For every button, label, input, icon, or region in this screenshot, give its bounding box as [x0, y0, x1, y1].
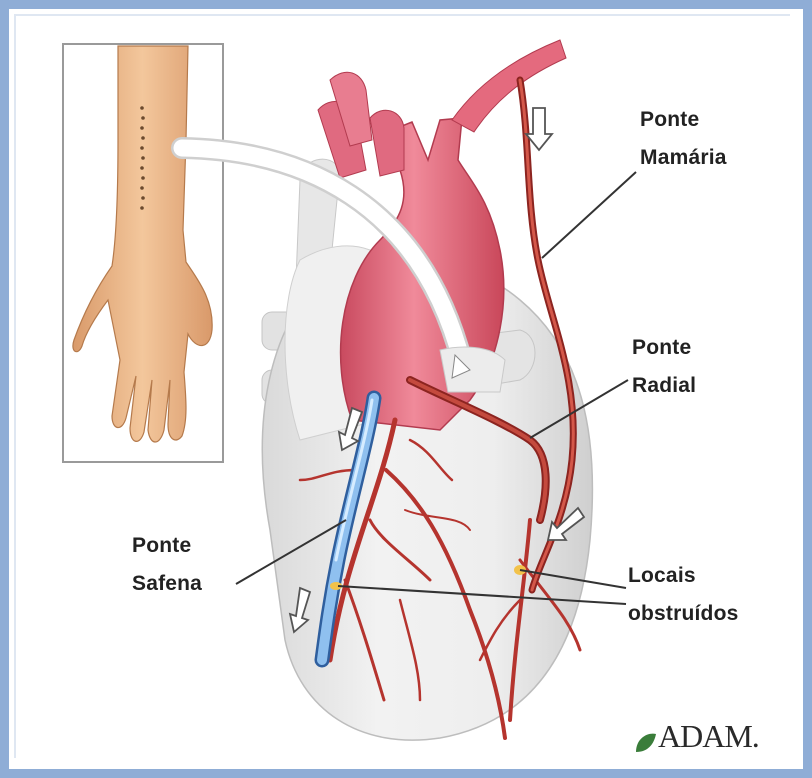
- label-ponte-mamaria-line1: Ponte: [640, 102, 699, 138]
- label-ponte-radial-line2: Radial: [632, 368, 696, 404]
- adam-logo: ADAM.: [658, 718, 759, 755]
- label-ponte-safena-line2: Safena: [132, 566, 202, 602]
- label-ponte-safena-line1: Ponte: [132, 528, 191, 564]
- leader-mamaria: [542, 172, 636, 258]
- graft-connection: [440, 347, 505, 392]
- arm-inset: [63, 44, 223, 462]
- label-ponte-mamaria-line2: Mamária: [640, 140, 727, 176]
- adam-logo-leaf: [636, 734, 656, 752]
- label-locais-obstruidos-line1: Locais: [628, 558, 696, 594]
- subclavian-artery: [452, 40, 566, 132]
- label-locais-obstruidos-line2: obstruídos: [628, 596, 739, 632]
- label-ponte-radial-line1: Ponte: [632, 330, 691, 366]
- aorta-branch-right: [370, 110, 404, 176]
